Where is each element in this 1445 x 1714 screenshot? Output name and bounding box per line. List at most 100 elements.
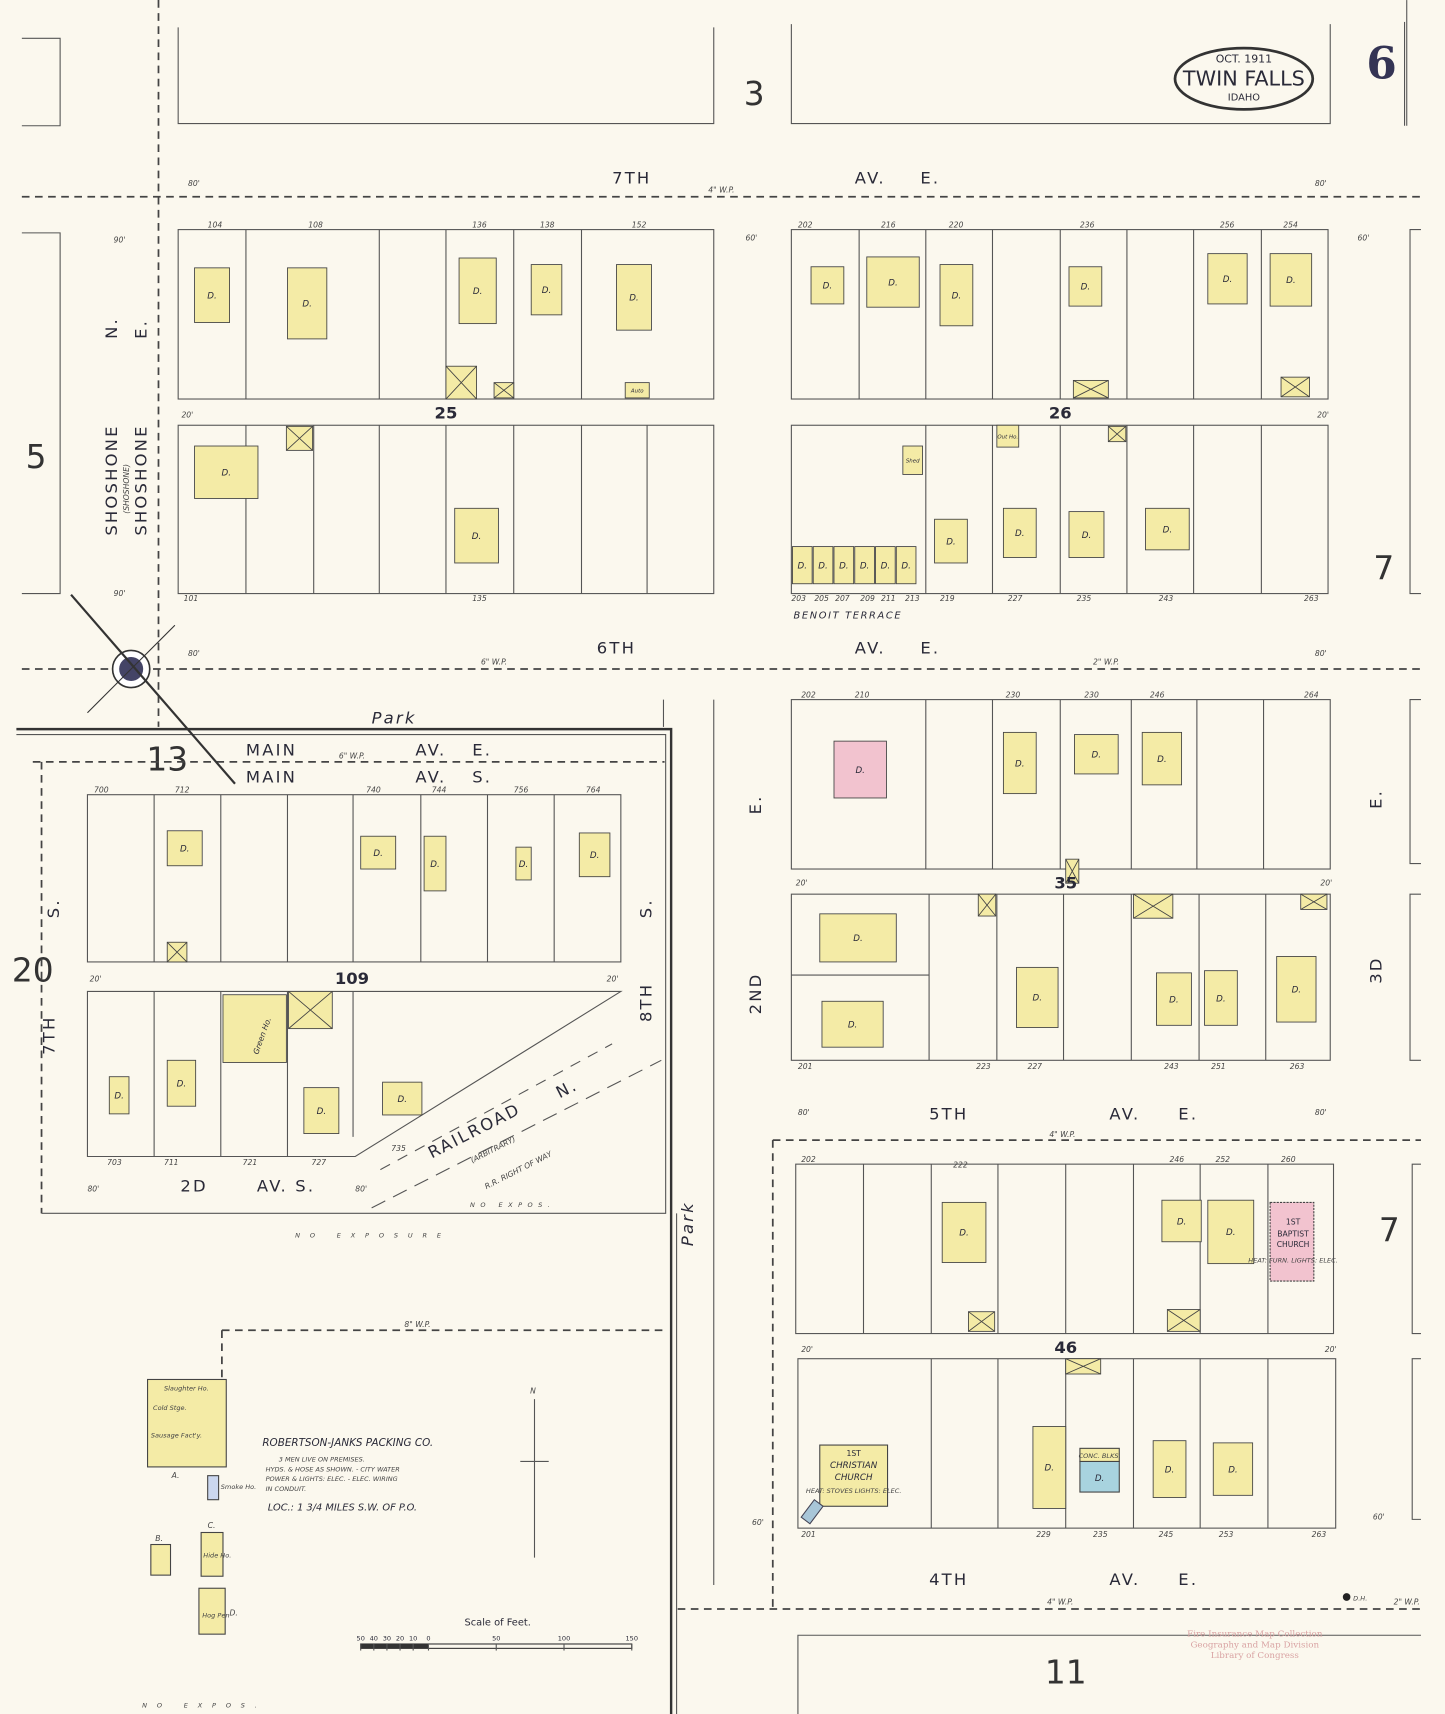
map-label: D.: [855, 766, 865, 776]
house-number: 727: [312, 1158, 327, 1167]
house-number: 108: [308, 220, 323, 229]
map-label: D.: [853, 934, 863, 944]
dwelling: D.: [1152, 1440, 1187, 1498]
map-label: D.: [818, 561, 828, 571]
adjacent-sheet-7-upper: 7: [1373, 549, 1394, 587]
street-width: 80': [87, 1184, 99, 1193]
map-label: N: [530, 1387, 536, 1396]
street-label: E.: [1178, 1104, 1198, 1123]
block-outline: [795, 1163, 1335, 1335]
dwelling: D.: [166, 830, 203, 867]
map-label: 1ST: [846, 1449, 861, 1458]
map-label: Scale of Feet.: [465, 1617, 531, 1628]
adjacent-sheet-5: 5: [26, 438, 47, 476]
dwelling: D.: [1161, 1199, 1202, 1243]
dwelling: D.: [895, 546, 917, 585]
house-number: 104: [208, 220, 223, 229]
map-label: CHURCH: [835, 1473, 873, 1483]
map-label: D.: [590, 851, 600, 861]
street-label: E.: [746, 794, 765, 814]
street-label: N.: [553, 1075, 581, 1102]
block-number: 46: [1054, 1338, 1077, 1357]
map-label: CHRISTIAN: [830, 1461, 878, 1471]
block-outline: [86, 794, 622, 963]
alley-width: 20': [801, 1345, 813, 1354]
map-label: D.: [1228, 1465, 1238, 1475]
water-main-label: 8" W.P.: [404, 1320, 430, 1329]
alley-width: 20': [1325, 1345, 1337, 1354]
sheet-number: 6: [1366, 39, 1396, 90]
dwelling: D.: [194, 445, 259, 499]
map-label: D.: [881, 561, 891, 571]
baptist-church: 1ST BAPTIST CHURCH HEAT: FURN. LIGHTS: E…: [1248, 1201, 1338, 1282]
exposure-note: NO EXPOSURE: [295, 1231, 451, 1239]
house-number: 202: [801, 1155, 816, 1164]
outbuilding-out_ho: Out Ho.: [996, 424, 1020, 448]
street-label: E.: [920, 639, 940, 658]
title-cartouche: OCT. 1911 TWIN FALLS IDAHO: [1173, 46, 1315, 111]
map-label: D.: [230, 1609, 238, 1618]
outbuilding: [1133, 893, 1174, 919]
house-number: 209: [860, 594, 875, 603]
street-label: S.: [44, 898, 63, 918]
outbuilding: [1065, 858, 1080, 884]
dwelling: D.: [1207, 253, 1248, 305]
outbuilding: [1300, 893, 1328, 910]
map-label: 3 MEN LIVE ON PREMISES.: [279, 1455, 365, 1463]
street-width: 80': [355, 1184, 367, 1193]
adjacent-sheet-13: 13: [146, 741, 188, 779]
street-label: E.: [472, 740, 492, 759]
house-number: 245: [1159, 1530, 1174, 1539]
street-label: 2ND: [746, 973, 765, 1015]
map-label: D.: [114, 1092, 124, 1102]
map-label: D.: [1292, 986, 1302, 996]
outbuilding: [1065, 1358, 1102, 1375]
map-label: B.: [155, 1534, 163, 1543]
dwelling: D.: [1032, 1426, 1067, 1509]
christian-church: 1ST CHRISTIAN CHURCH HEAT: STOVES LIGHTS…: [800, 1444, 901, 1525]
street-label: AV.: [855, 169, 886, 188]
street-width: 80': [1315, 179, 1327, 188]
map-label: HYDS. & HOSE AS SHOWN. - CITY WATER: [266, 1465, 400, 1473]
street-label: AV.: [855, 639, 886, 658]
street-label: AV.: [415, 768, 446, 787]
map-label: D.: [1169, 995, 1179, 1005]
map-date: OCT. 1911: [1216, 52, 1272, 65]
map-label: D.: [1095, 1474, 1105, 1484]
street-width: 60': [752, 1518, 764, 1527]
house-number: 700: [94, 786, 109, 795]
house-number: 210: [855, 690, 870, 699]
house-number: 756: [514, 786, 529, 795]
water-main-lines: [21, 0, 1421, 1610]
map-label: Fire Insurance Map Collection: [1187, 1629, 1323, 1639]
dwelling: D.: [866, 256, 920, 308]
street-label: N.: [102, 317, 121, 339]
map-label: D.: [901, 561, 911, 571]
house-number: 202: [798, 220, 813, 229]
map-label: D.: [848, 1021, 858, 1031]
house-number: 253: [1219, 1530, 1234, 1539]
house-number: 227: [1027, 1062, 1042, 1071]
map-label: CHURCH: [1277, 1240, 1310, 1249]
map-label: D.: [180, 845, 190, 855]
street-label: AV.: [1109, 1104, 1140, 1123]
water-main-label: 2" W.P.: [1093, 658, 1119, 667]
water-main-label: 2" W.P.: [1394, 1598, 1420, 1607]
alley-width: 20': [181, 411, 193, 420]
map-label: Slaughter Ho.: [164, 1384, 209, 1392]
outbuilding: [288, 991, 333, 1030]
street-label: E.: [131, 319, 150, 339]
house-number: 263: [1312, 1530, 1327, 1539]
block-number: 109: [335, 969, 369, 988]
street-label: BENOIT TERRACE: [794, 611, 903, 622]
map-label: D.: [1223, 275, 1233, 285]
adjacent-sheet-11: 11: [1045, 1653, 1087, 1691]
house-number: 136: [472, 220, 487, 229]
house-number: 213: [905, 594, 920, 603]
dwelling: D.: [108, 1076, 130, 1115]
alley-width: 20': [90, 975, 102, 984]
alley-width: 20': [796, 878, 808, 887]
house-number: 227: [1008, 594, 1023, 603]
street-label: AV.: [415, 740, 446, 759]
